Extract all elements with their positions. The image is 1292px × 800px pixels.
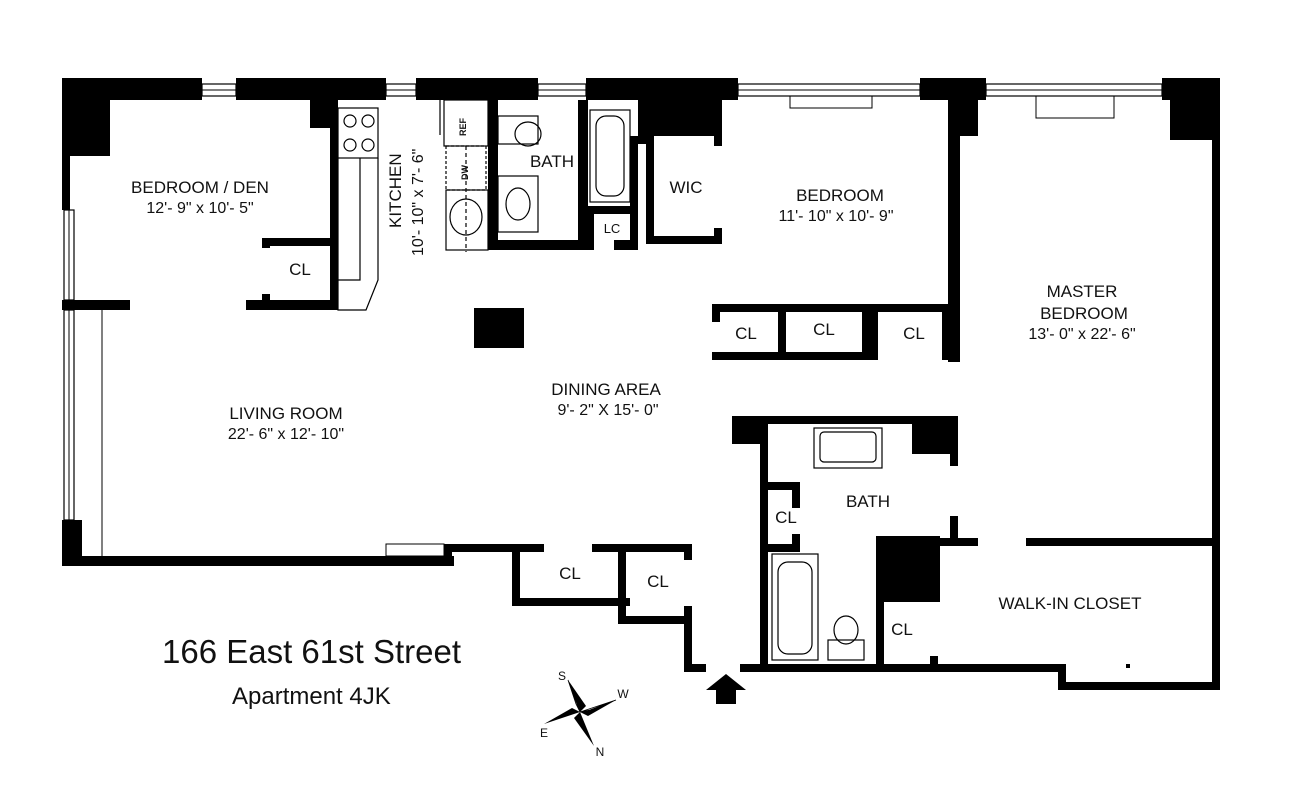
room-name-master-1: MASTER <box>1046 282 1118 301</box>
closet-label-den: CL <box>289 260 311 279</box>
windows <box>63 83 1163 521</box>
closet-label-bath: CL <box>775 508 797 527</box>
closet-label-7: CL <box>891 620 913 639</box>
room-name-living: LIVING ROOM <box>229 404 343 423</box>
entry-arrow-icon <box>706 674 746 704</box>
room-name-master-2: BEDROOM <box>1040 304 1128 323</box>
room-dims-kitchen: 10'- 10" x 7'- 6" <box>410 148 427 256</box>
closet-label-5: CL <box>559 564 581 583</box>
column <box>474 308 524 348</box>
closet-label-3: CL <box>903 324 925 343</box>
bath-fixtures <box>497 109 883 661</box>
room-dims-master: 13'- 0" x 22'- 6" <box>1028 326 1136 343</box>
room-name-bath-top: BATH <box>529 152 575 171</box>
room-name-kitchen: KITCHEN <box>386 153 405 228</box>
compass-label-w: W <box>617 687 629 701</box>
compass-label-e: E <box>539 726 549 740</box>
closet-label-6: CL <box>647 572 669 591</box>
room-name-walkin: WALK-IN CLOSET <box>998 594 1142 613</box>
compass-label-s: S <box>557 669 567 683</box>
room-name-bedroom: BEDROOM <box>796 186 884 205</box>
address-line-2: Apartment 4JK <box>232 683 391 710</box>
closet-label-2: CL <box>813 320 835 339</box>
room-name-dining: DINING AREA <box>551 380 661 399</box>
room-name-bedroom-den: BEDROOM / DEN <box>131 178 269 197</box>
room-name-wic: WIC <box>669 178 703 197</box>
compass-icon <box>544 679 617 746</box>
label-ref: REF <box>458 118 468 136</box>
label-dw: DW <box>460 165 470 180</box>
room-dims-living: 22'- 6" x 12'- 10" <box>227 426 345 443</box>
closet-label-1: CL <box>735 324 757 343</box>
kitchen-fixtures <box>337 99 489 311</box>
compass-label-n: N <box>595 745 605 759</box>
room-dims-bedroom-den: 12'- 9" x 10'- 5" <box>146 200 254 217</box>
room-name-lc: LC <box>603 221 621 236</box>
walls <box>62 78 1220 690</box>
room-dims-dining: 9'- 2" X 15'- 0" <box>557 402 659 419</box>
room-dims-bedroom: 11'- 10" x 10'- 9" <box>778 208 894 225</box>
window-details <box>68 89 1162 557</box>
address-line-1: 166 East 61st Street <box>162 633 462 670</box>
room-name-bath-mid: BATH <box>845 492 891 511</box>
